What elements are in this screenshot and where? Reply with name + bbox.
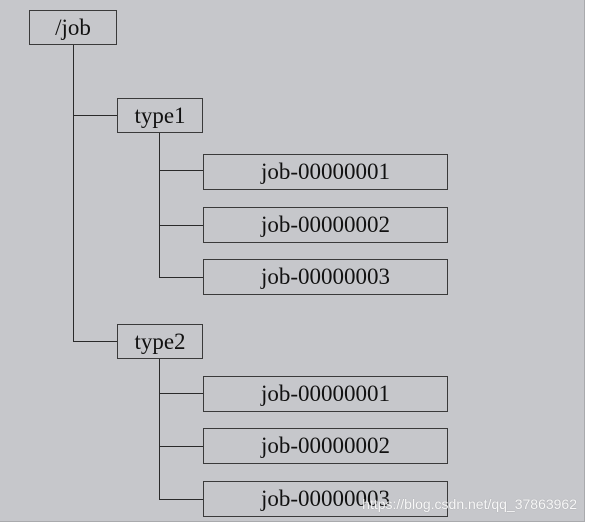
connector-line	[73, 341, 117, 343]
connector-line	[159, 499, 203, 501]
job-node: job-00000003	[203, 259, 448, 295]
connector-line	[159, 359, 161, 500]
connector-line	[159, 277, 203, 279]
type-node: type1	[117, 98, 203, 133]
job-node: job-00000001	[203, 154, 448, 190]
connector-line	[159, 170, 203, 172]
connector-line	[73, 45, 75, 342]
connector-line	[159, 393, 203, 395]
job-node: job-00000001	[203, 376, 448, 412]
connector-line	[159, 446, 203, 448]
job-node: job-00000003	[203, 481, 448, 517]
watermark-text: https://blog.csdn.net/qq_37863962	[362, 496, 577, 512]
connector-line	[159, 225, 203, 227]
job-node: job-00000002	[203, 207, 448, 243]
root-node: /job	[29, 10, 117, 45]
type-node: type2	[117, 324, 203, 359]
connector-line	[159, 133, 161, 277]
job-node: job-00000002	[203, 428, 448, 464]
connector-line	[73, 115, 117, 117]
